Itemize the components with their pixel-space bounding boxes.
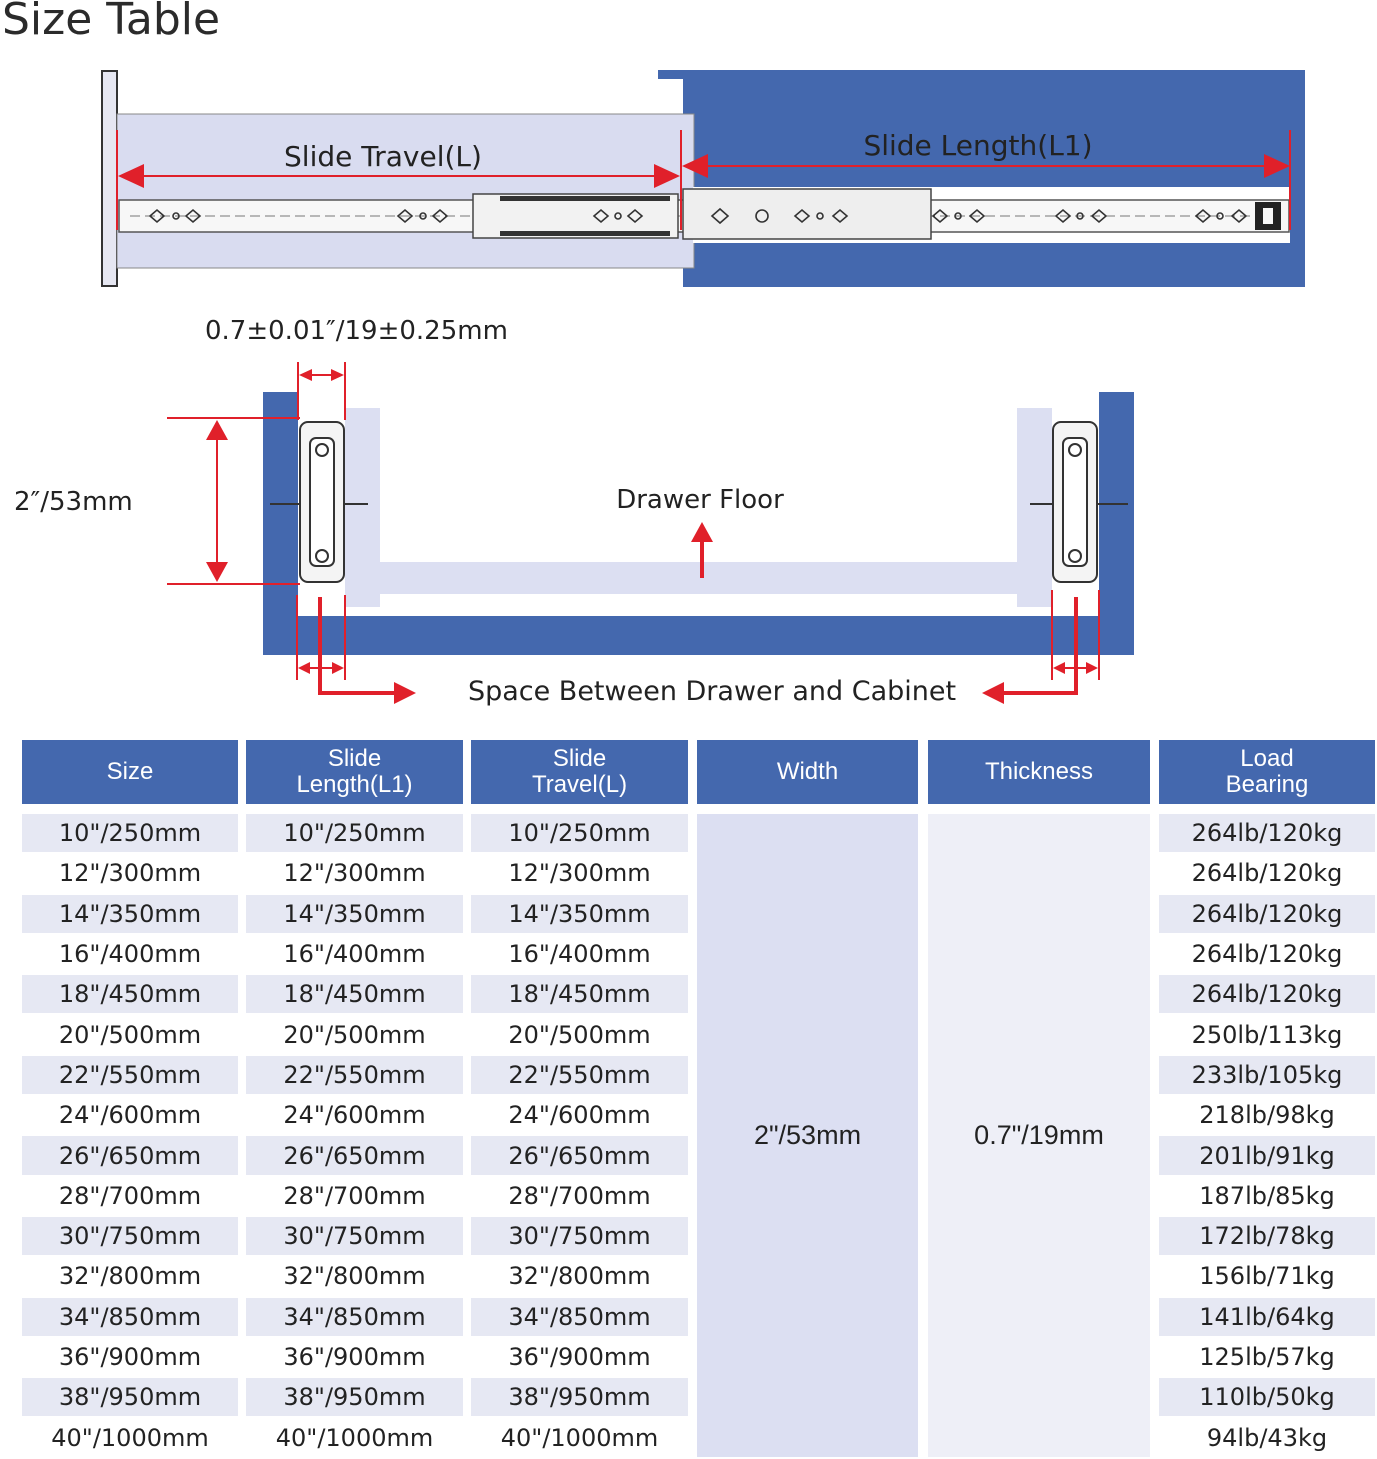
cell-slide-length: 38"/950mm <box>246 1378 463 1417</box>
cell-size: 24"/600mm <box>22 1096 238 1135</box>
header-load-bearing: Load Bearing <box>1159 740 1375 804</box>
cell-slide-travel: 16"/400mm <box>471 934 688 974</box>
cell-load-bearing: 264lb/120kg <box>1159 854 1375 893</box>
cell-load-bearing: 187lb/85kg <box>1159 1176 1375 1215</box>
left-slide-profile <box>270 421 368 583</box>
cell-slide-travel: 22"/550mm <box>471 1055 688 1095</box>
cell-size: 34"/850mm <box>22 1297 238 1336</box>
slide-length-label: Slide Length(L1) <box>863 129 1092 162</box>
cell-slide-length: 14"/350mm <box>246 894 463 933</box>
cell-slide-travel: 38"/950mm <box>471 1378 688 1417</box>
cell-load-bearing: 172lb/78kg <box>1159 1217 1375 1256</box>
cell-slide-travel: 40"/1000mm <box>471 1418 688 1457</box>
cell-slide-length: 34"/850mm <box>246 1297 463 1336</box>
thickness-dimension-label: 0.7±0.01″/19±0.25mm <box>205 316 508 346</box>
cell-load-bearing: 110lb/50kg <box>1159 1378 1375 1417</box>
cell-slide-length: 18"/450mm <box>246 975 463 1014</box>
cell-slide-length: 20"/500mm <box>246 1015 463 1054</box>
cell-slide-travel: 14"/350mm <box>471 894 688 933</box>
cell-slide-length: 10"/250mm <box>246 814 463 853</box>
cell-size: 20"/500mm <box>22 1015 238 1054</box>
cell-slide-length: 40"/1000mm <box>246 1418 463 1457</box>
cell-slide-length: 24"/600mm <box>246 1096 463 1135</box>
header-slide-length: Slide Length(L1) <box>246 740 463 804</box>
right-slide-profile <box>1030 421 1128 583</box>
cell-load-bearing: 218lb/98kg <box>1159 1096 1375 1135</box>
cabinet-block <box>683 70 1305 287</box>
cell-slide-length: 22"/550mm <box>246 1055 463 1095</box>
cell-size: 38"/950mm <box>22 1378 238 1417</box>
cell-size: 26"/650mm <box>22 1136 238 1175</box>
cell-load-bearing: 94lb/43kg <box>1159 1418 1375 1457</box>
cell-slide-length: 16"/400mm <box>246 934 463 974</box>
slide-travel-label: Slide Travel(L) <box>284 140 482 173</box>
cell-slide-length: 12"/300mm <box>246 854 463 893</box>
cell-size: 14"/350mm <box>22 894 238 933</box>
cell-slide-length: 26"/650mm <box>246 1136 463 1175</box>
cross-section-diagram: 0.7±0.01″/19±0.25mm 2″/53mm Drawer Floor… <box>14 316 1134 707</box>
cell-thickness-merged: 0.7"/19mm <box>928 814 1150 1457</box>
cell-size: 30"/750mm <box>22 1217 238 1256</box>
cell-slide-travel: 20"/500mm <box>471 1015 688 1054</box>
cell-size: 28"/700mm <box>22 1176 238 1215</box>
cell-size: 36"/900mm <box>22 1337 238 1377</box>
cell-slide-length: 30"/750mm <box>246 1217 463 1256</box>
cell-size: 12"/300mm <box>22 854 238 893</box>
cell-load-bearing: 156lb/71kg <box>1159 1257 1375 1296</box>
space-arrows <box>318 597 1078 695</box>
cell-slide-travel: 12"/300mm <box>471 854 688 893</box>
cell-load-bearing: 264lb/120kg <box>1159 814 1375 853</box>
cell-size: 22"/550mm <box>22 1055 238 1095</box>
cell-slide-travel: 10"/250mm <box>471 814 688 853</box>
cell-load-bearing: 264lb/120kg <box>1159 894 1375 933</box>
cell-size: 18"/450mm <box>22 975 238 1014</box>
cell-load-bearing: 141lb/64kg <box>1159 1297 1375 1336</box>
cell-load-bearing: 233lb/105kg <box>1159 1055 1375 1095</box>
cell-load-bearing: 201lb/91kg <box>1159 1136 1375 1175</box>
cell-slide-travel: 30"/750mm <box>471 1217 688 1256</box>
cell-size: 16"/400mm <box>22 934 238 974</box>
drawer-floor-arrow <box>691 522 713 578</box>
drawer-floor-label: Drawer Floor <box>616 485 784 515</box>
cabinet-cross-section <box>263 392 1134 655</box>
cell-slide-travel: 18"/450mm <box>471 975 688 1014</box>
cell-size: 32"/800mm <box>22 1257 238 1296</box>
cell-slide-travel: 26"/650mm <box>471 1136 688 1175</box>
cell-slide-length: 28"/700mm <box>246 1176 463 1215</box>
header-slide-travel: Slide Travel(L) <box>471 740 688 804</box>
cell-size: 10"/250mm <box>22 814 238 853</box>
cell-load-bearing: 264lb/120kg <box>1159 934 1375 974</box>
cell-width-merged: 2"/53mm <box>697 814 918 1457</box>
cell-load-bearing: 264lb/120kg <box>1159 975 1375 1014</box>
cell-slide-length: 36"/900mm <box>246 1337 463 1377</box>
cell-load-bearing: 250lb/113kg <box>1159 1015 1375 1054</box>
cell-slide-travel: 28"/700mm <box>471 1176 688 1215</box>
cell-size: 40"/1000mm <box>22 1418 238 1457</box>
slide-side-view-diagram: Slide Travel(L) Slide Length(L1) <box>101 70 1305 287</box>
header-width: Width <box>697 740 918 804</box>
page-title: Size Table <box>2 0 221 45</box>
cell-slide-travel: 36"/900mm <box>471 1337 688 1377</box>
cell-load-bearing: 125lb/57kg <box>1159 1337 1375 1377</box>
cell-slide-length: 32"/800mm <box>246 1257 463 1296</box>
height-dimension-label: 2″/53mm <box>14 487 133 517</box>
header-thickness: Thickness <box>928 740 1150 804</box>
drawer-cross-section <box>345 408 1052 607</box>
cell-slide-travel: 34"/850mm <box>471 1297 688 1336</box>
space-between-label: Space Between Drawer and Cabinet <box>468 676 956 707</box>
cell-slide-travel: 24"/600mm <box>471 1096 688 1135</box>
cell-slide-travel: 32"/800mm <box>471 1257 688 1296</box>
header-size: Size <box>22 740 238 804</box>
